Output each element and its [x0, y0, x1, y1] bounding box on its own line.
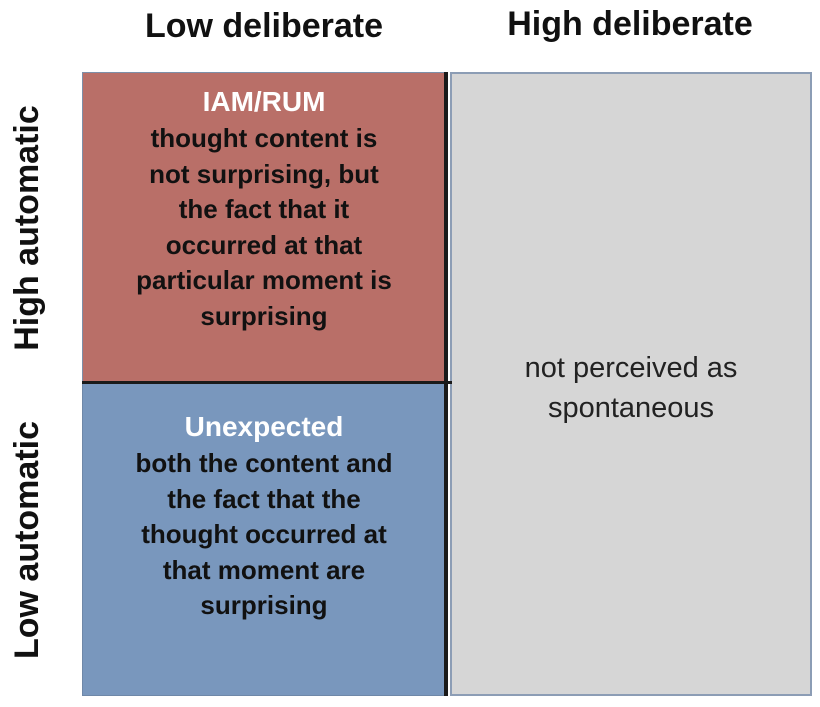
- horizontal-divider: [82, 381, 452, 384]
- quadrant-iam-rum-title: IAM/RUM: [202, 86, 326, 117]
- quadrant-unexpected: Unexpected both the content and the fact…: [82, 383, 446, 696]
- quadrant-unexpected-title: Unexpected: [184, 411, 344, 442]
- row-header-low-automatic: Low automatic: [8, 420, 46, 660]
- quadrant-not-spontaneous-text: not perceived as spontaneous: [524, 352, 738, 424]
- quadrant-not-spontaneous: not perceived as spontaneous: [450, 72, 812, 696]
- column-header-high-deliberate: High deliberate: [507, 5, 753, 43]
- column-header-low-deliberate: Low deliberate: [144, 7, 384, 45]
- vertical-divider: [444, 72, 448, 696]
- row-header-high-automatic: High automatic: [8, 105, 46, 351]
- quadrant-iam-rum: IAM/RUM thought content is not surprisin…: [82, 72, 446, 383]
- quadrant-iam-rum-text: thought content is not surprising, but t…: [136, 123, 392, 331]
- quadrant-unexpected-text: both the content and the fact that the t…: [135, 448, 393, 620]
